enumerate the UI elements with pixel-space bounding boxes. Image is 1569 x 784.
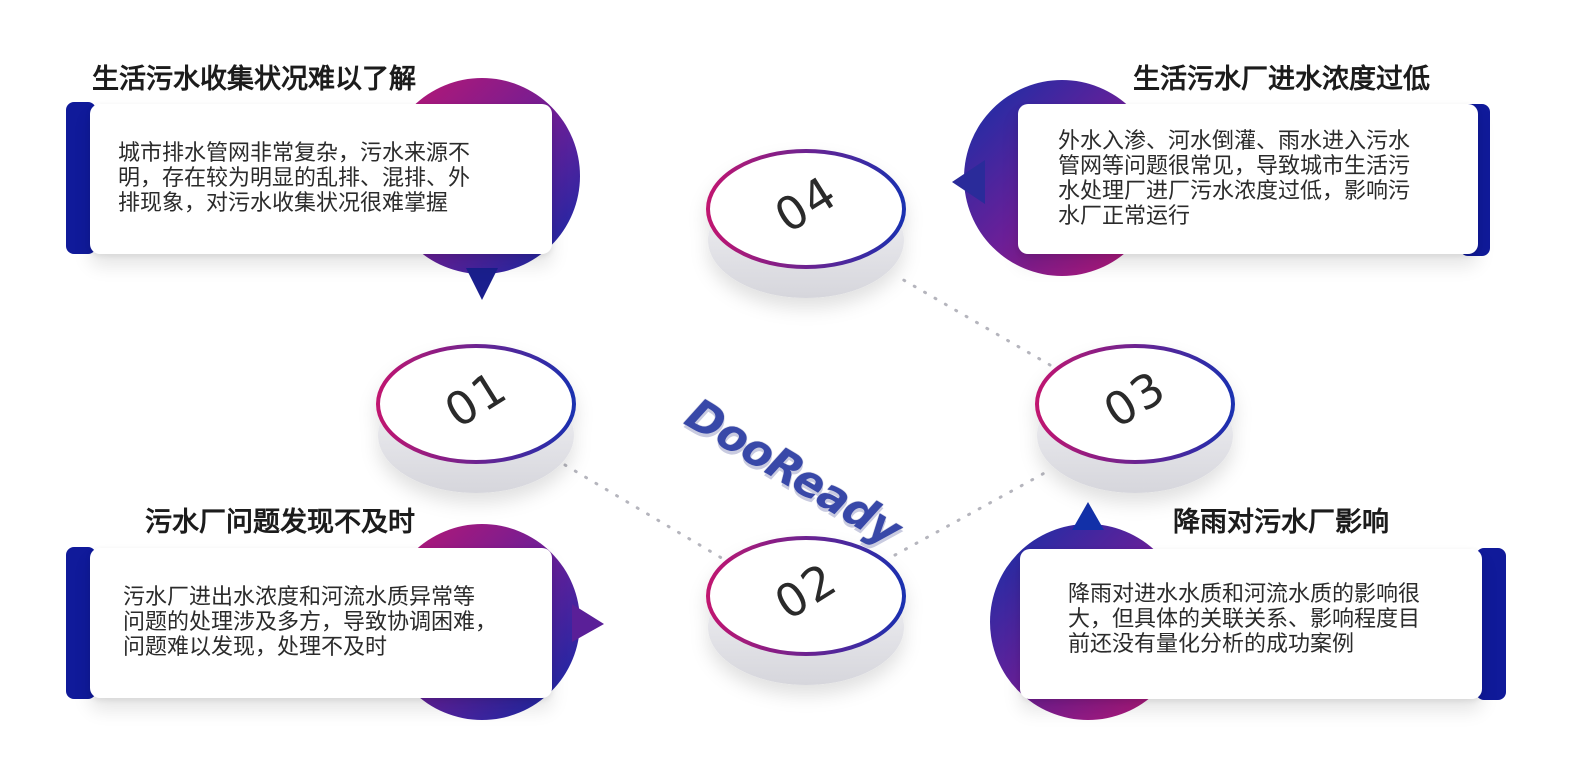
- card-text-04: 外水入渗、河水倒灌、雨水进入污水 管网等问题很常见，导致城市生活污 水处理厂进厂…: [1058, 129, 1411, 229]
- section-title-03: 降雨对污水厂影响: [1173, 507, 1389, 538]
- card-text-03: 降雨对进水水质和河流水质的影响很 大，但具体的关联关系、影响程度目 前还没有量化…: [1068, 582, 1421, 657]
- connector-lines: [563, 273, 1052, 562]
- section-title-02: 污水厂问题发现不及时: [145, 507, 415, 538]
- section-title-01: 生活污水收集状况难以了解: [92, 64, 416, 95]
- card-04: [1018, 104, 1478, 254]
- connector-02-03: [893, 468, 1052, 557]
- connector-01-02: [563, 463, 727, 562]
- card-03: [1020, 549, 1482, 699]
- card-text-02: 污水厂进出水浓度和河流水质异常等 问题的处理涉及多方，导致协调困难， 问题难以发…: [123, 585, 498, 660]
- disc-04: [706, 149, 906, 298]
- card-01: [90, 104, 552, 254]
- connector-03-04: [893, 273, 1052, 367]
- card-text-01: 城市排水管网非常复杂，污水来源不 明，存在较为明显的乱排、混排、外 排现象，对污…: [118, 141, 471, 216]
- disc-01: [376, 344, 576, 493]
- card-02: [90, 548, 552, 698]
- section-title-04: 生活污水厂进水浓度过低: [1133, 64, 1430, 95]
- disc-02: [706, 536, 906, 685]
- disc-03: [1035, 344, 1235, 493]
